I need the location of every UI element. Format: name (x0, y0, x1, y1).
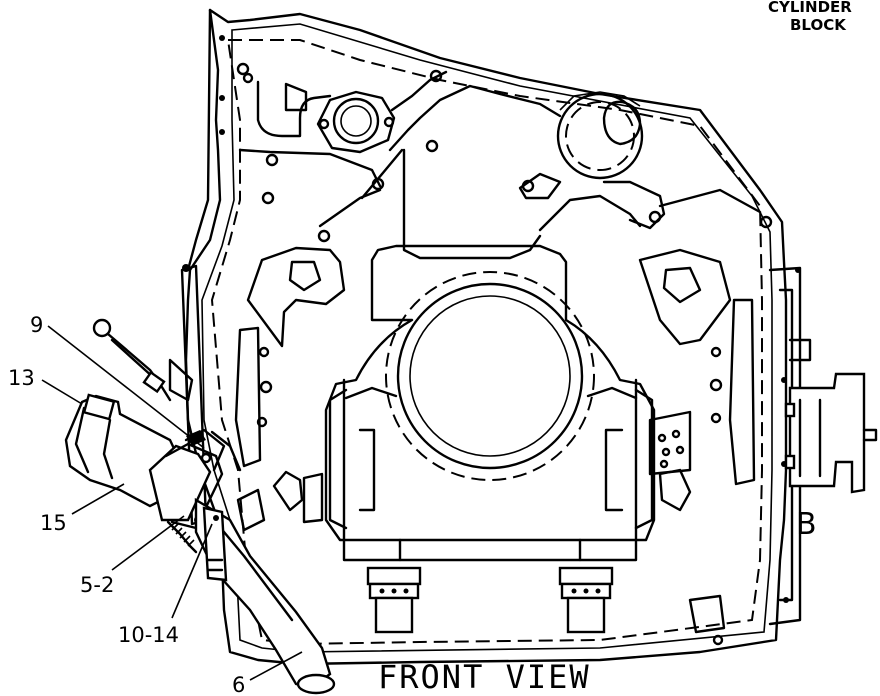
bottom-fittings (366, 566, 614, 634)
callout-6: 6 (232, 651, 303, 696)
callout-5-2: 5-2 (80, 515, 185, 597)
view-title: FRONT VIEW (378, 658, 591, 696)
callout-13: 13 (8, 366, 83, 405)
starter-assembly (64, 318, 336, 695)
section-mark-b: B (796, 507, 817, 542)
callout-9: 9 (30, 313, 205, 449)
svg-text:6: 6 (232, 673, 245, 696)
gasket-dashed-outline (210, 39, 763, 646)
cylinder-block-label-line1: CYLINDER (768, 0, 852, 16)
svg-text:10-14: 10-14 (118, 623, 179, 647)
block-outline (184, 8, 788, 666)
left-port-flange (316, 90, 396, 154)
left-side-ribs (234, 246, 346, 532)
upper-ribs (238, 70, 762, 260)
svg-text:15: 15 (40, 511, 67, 535)
right-side-ribs (638, 248, 756, 634)
right-port (556, 91, 644, 180)
callout-15: 15 (40, 483, 125, 535)
right-side-component: B (768, 266, 878, 626)
svg-text:9: 9 (30, 313, 43, 337)
crankshaft-bore-region (324, 244, 656, 562)
svg-text:5-2: 5-2 (80, 573, 114, 597)
callout-10-14: 10-14 (118, 523, 213, 647)
cylinder-block-label-line2: BLOCK (790, 16, 847, 34)
svg-text:13: 13 (8, 366, 35, 390)
bolt-holes (236, 62, 773, 646)
